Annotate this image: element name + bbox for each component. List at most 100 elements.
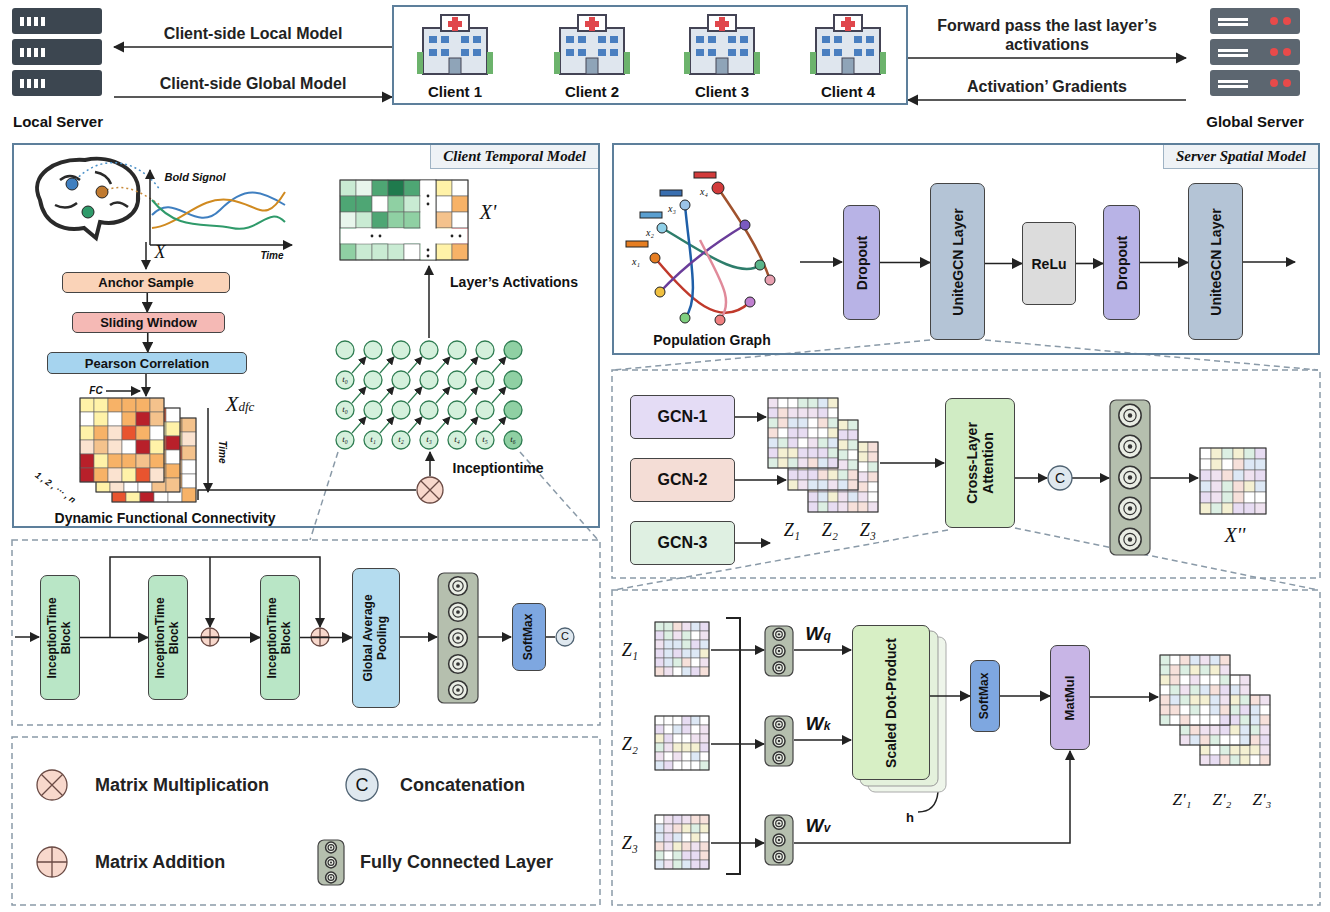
dropout-box: Dropout [1103,205,1140,320]
hospital-icons [417,15,886,74]
matrix [1160,655,1230,725]
process-box: Anchor Sample [62,272,230,293]
text-label: Z'₃ [1252,791,1271,809]
attention-box: Cross-Layer Attention [945,398,1015,528]
box-label: GCN-1 [658,408,708,426]
matrix [788,420,858,490]
connector [908,99,1186,101]
client-label: Client 1 [428,84,482,100]
gcn-box: GCN-1 [630,395,735,439]
fc-layer [765,716,793,766]
matrix [436,180,468,260]
matrix [655,622,709,676]
connector [880,262,930,264]
box-label: UniteGCN Layer [949,188,965,335]
matrix [1180,675,1250,745]
text-label: Wq [805,624,830,644]
text-label: Z₁ [622,641,638,660]
text-label: t₃ [426,435,432,444]
text-label: Z'₁ [1172,791,1191,809]
matrix-ellipsis [341,181,468,260]
matrix [655,716,709,770]
text-label: X' [480,202,497,223]
connector [1140,262,1188,264]
text-label: 1 , 2 , ··· , n [33,471,77,506]
legend-text: Matrix Multiplication [95,775,269,796]
box-label: InceptionTime Block [266,580,294,695]
connector [930,695,970,697]
text-label: t₂ [398,435,404,444]
block-box: InceptionTime Block [260,575,300,700]
edge-label: Forward pass the last layer’s activation… [917,16,1177,54]
block-box: InceptionTime Block [40,575,80,700]
text-label: C [561,631,569,643]
matrix [1200,448,1266,514]
server-node: Local Server [2,2,114,134]
text-label: Z₂ [822,521,838,540]
text-label: x₁ [632,257,640,268]
connector [1000,695,1050,697]
clients-box: Client 1 Client 2 Client 3 Client 4 [392,5,908,105]
box-label: Dropout [853,210,869,315]
process-box: Pearson Correlation [47,352,247,374]
gcn-box: GCN-3 [630,521,735,565]
dashed-panels [12,340,1320,905]
generated-figures [80,180,1270,885]
inceptiontime-network [336,341,522,449]
client-label: Client 3 [695,84,749,100]
server-label: Local Server [2,113,114,130]
population-graph [626,172,775,325]
text-label: h [906,811,914,825]
block-box: InceptionTime Block [148,575,188,700]
box-label: InceptionTime Block [46,580,74,695]
matrix [340,180,436,260]
text-label: x₂ [646,228,654,239]
fc-layer [765,626,793,676]
text-label: Dynamic Functional Connectivity [55,511,276,526]
server-icons [12,8,1300,96]
text-label: Population Graph [653,333,770,348]
text-label: Wk [806,714,831,734]
text-label: x₄ [700,187,708,198]
softmax-box: SoftMax [512,603,546,671]
matrix [768,398,838,468]
server-label: Global Server [1186,113,1324,130]
text-label: t₀ [342,435,348,444]
box-label: Cross-Layer Attention [964,403,996,523]
panel-heading: Server Spatial Model [1163,145,1318,169]
box-label: UniteGCN Layer [1207,188,1223,335]
process-box: Sliding Window [72,312,225,333]
client-label: Client 2 [565,84,619,100]
client-label: Client 4 [821,84,875,100]
text-label: Z₃ [860,521,876,540]
box-label: Pearson Correlation [85,356,209,371]
text-label: Z₁ [784,521,800,540]
box-label: GCN-3 [658,534,708,552]
fc-layer [765,815,793,865]
box-label: Scaled Dot-Product [883,630,899,775]
text-label: t₆ [510,435,516,444]
box-label: SoftMax [978,665,992,727]
brain [37,159,160,238]
text-label: Z'₂ [1212,791,1231,809]
gcn-layer-box: UniteGCN Layer [1188,183,1243,340]
connector [908,57,1186,59]
text-label: t₅ [482,435,488,444]
text-label: t₀ [342,375,348,384]
box-label: Global Average Pooling [362,573,390,703]
box-label: Anchor Sample [98,275,193,290]
matrix [96,408,180,492]
text-label: C [356,776,369,795]
box-label: GCN-2 [658,471,708,489]
text-label: FC [89,386,102,397]
legend-text: Fully Connected Layer [360,852,553,873]
text-label: t₀ [342,405,348,414]
model-panel: Server Spatial ModelDropout UniteGCN Laye… [612,143,1320,355]
connector [114,46,392,48]
connector [146,293,148,312]
fc-layer [1110,400,1150,555]
matrix [80,398,164,482]
matrix [112,418,196,502]
box-label: InceptionTime Block [154,580,182,695]
dropout-box: Dropout [843,205,880,320]
